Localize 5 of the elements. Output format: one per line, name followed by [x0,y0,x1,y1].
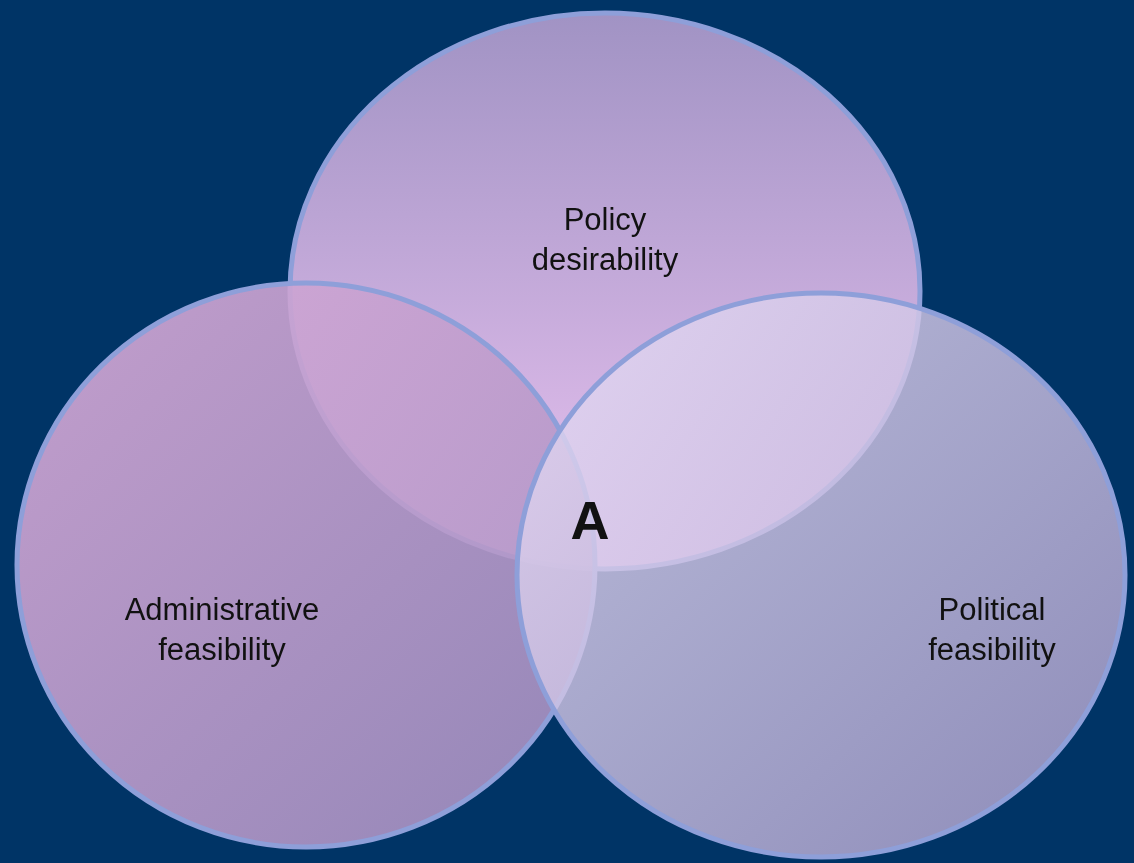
circle-label: Administrative feasibility [123,591,321,669]
circle-label: Political feasibility [927,591,1057,669]
venn-circle [514,290,1128,860]
circle-label: Policy desirability [530,201,680,279]
intersection-label: A [570,489,610,551]
